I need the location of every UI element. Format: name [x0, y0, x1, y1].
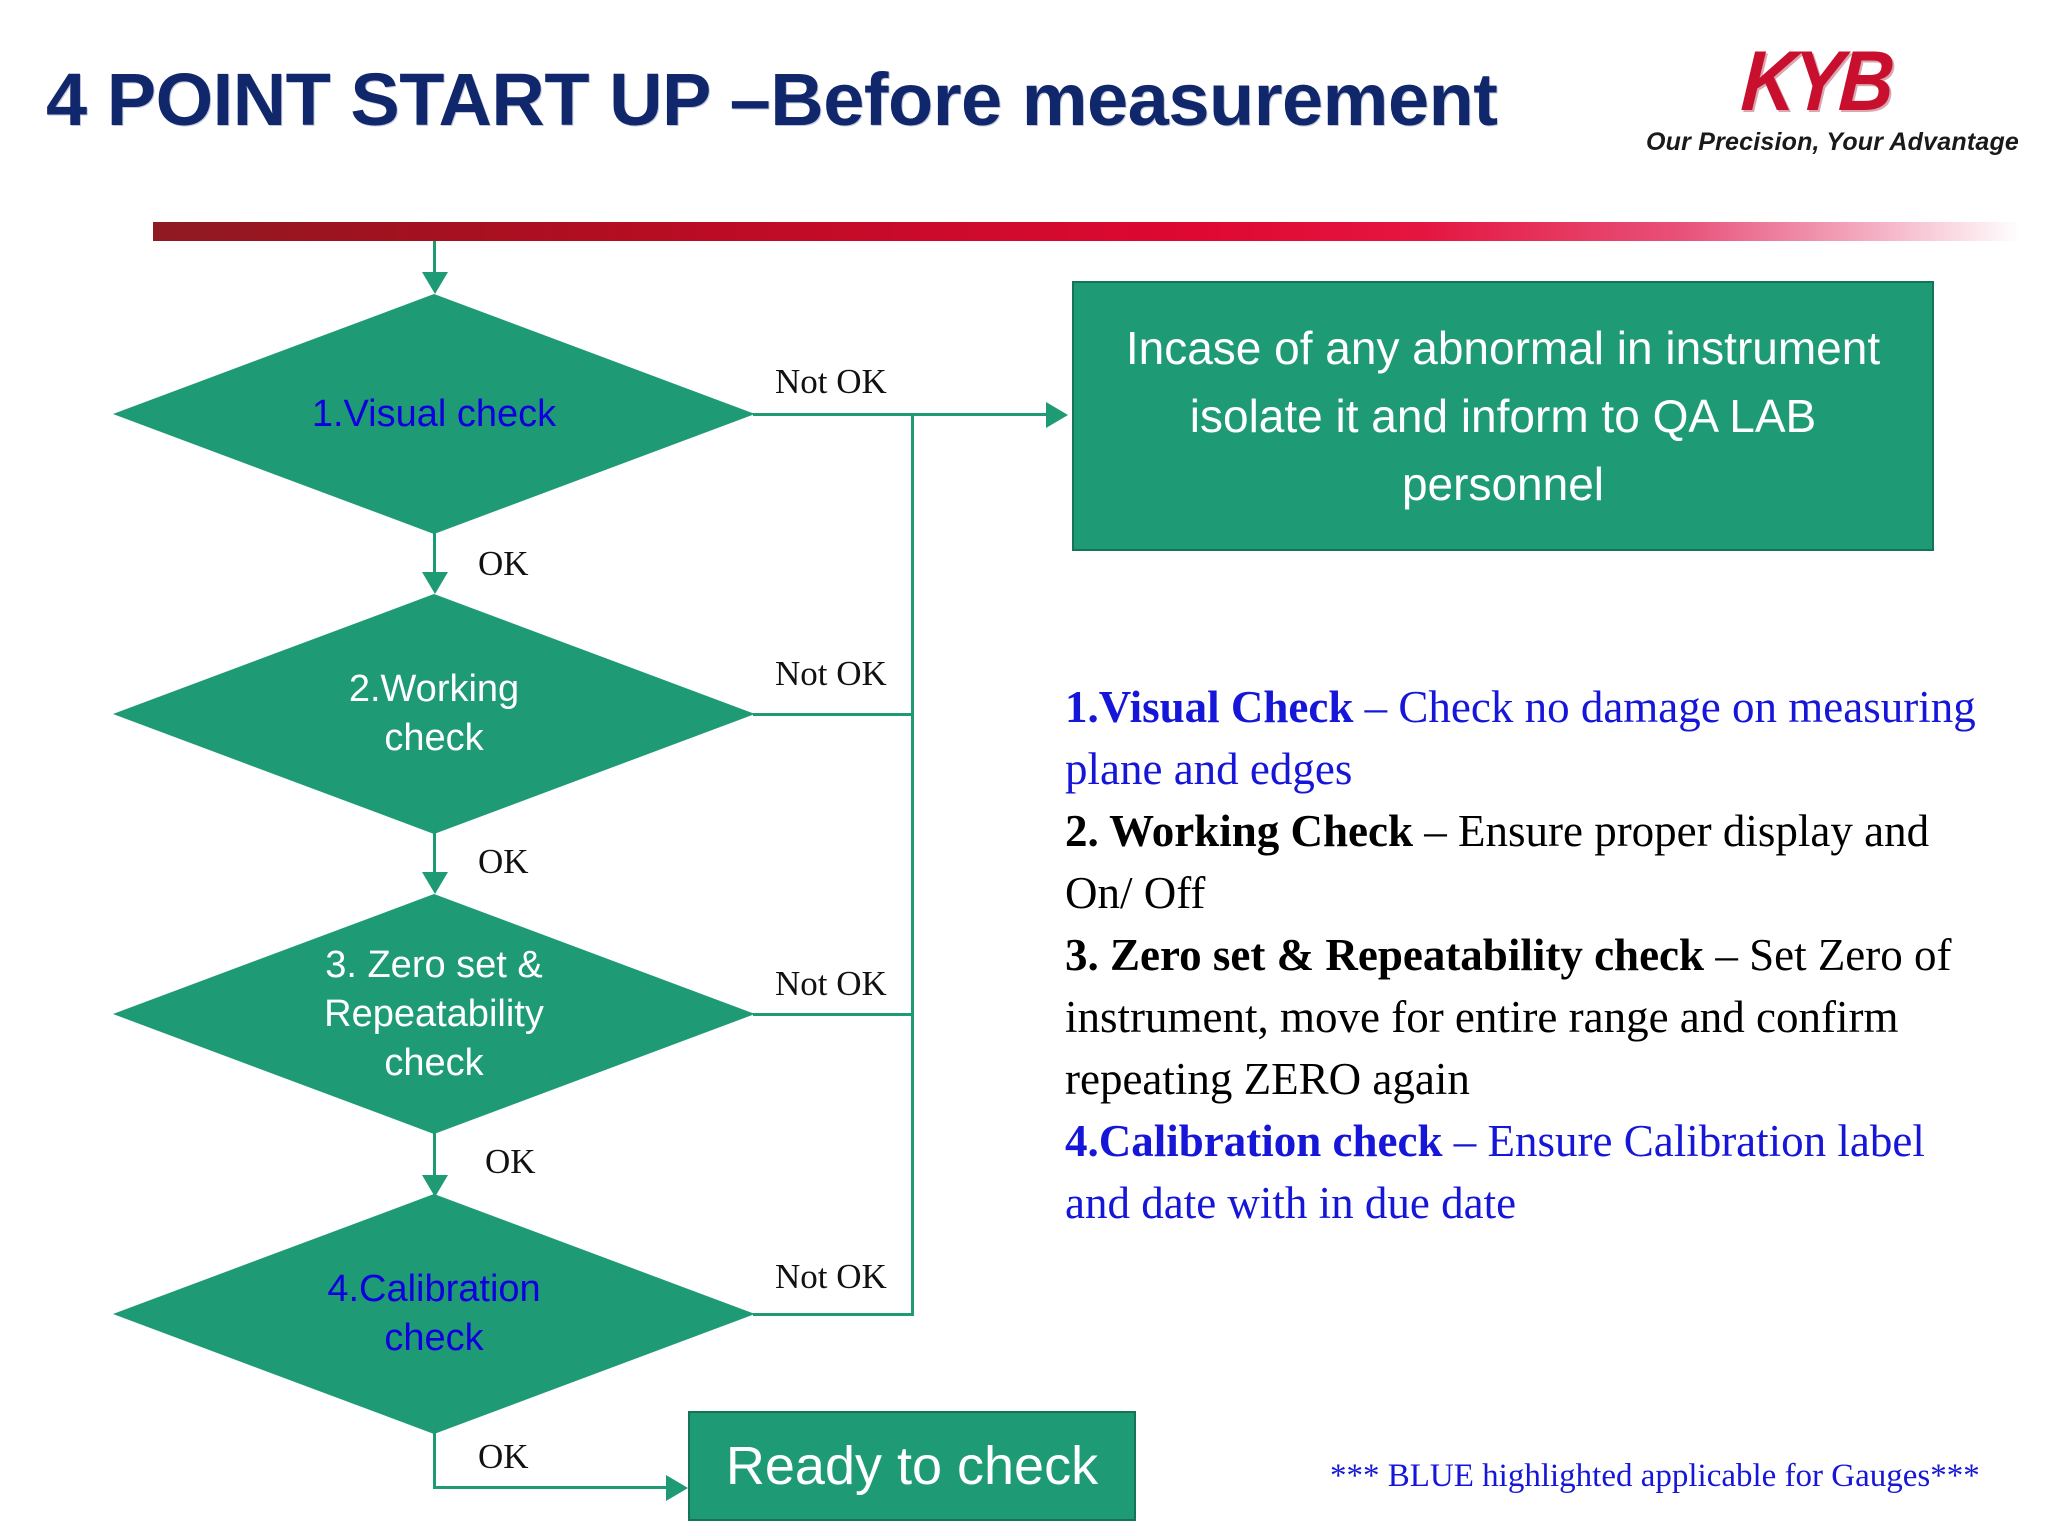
edge-calibration-to-ready-arrow: [666, 1475, 688, 1501]
note-item-2-body: Ensure proper display and On/ Off: [1065, 806, 1930, 918]
decision-calibration-check[interactable]: 4.Calibration check: [113, 1194, 755, 1434]
edge-label-working-notok: Not OK: [775, 654, 887, 693]
process-ready-to-check-label: Ready to check: [725, 1436, 1099, 1496]
edge-label-zeroset-notok: Not OK: [775, 964, 887, 1003]
decision-zeroset-repeatability-check[interactable]: 3. Zero set & Repeatability check: [113, 894, 755, 1134]
process-ready-to-check[interactable]: Ready to check: [688, 1411, 1136, 1521]
note-item-1-dash: –: [1353, 682, 1399, 732]
footnote-blue-legend: *** BLUE highlighted applicable for Gaug…: [1330, 1458, 1980, 1494]
note-item-3-dash: –: [1704, 930, 1750, 980]
decision-visual-check[interactable]: 1.Visual check: [113, 294, 755, 534]
red-divider-rule: [153, 222, 2021, 241]
page-title: 4 POINT START UP –Before measurement: [46, 58, 1498, 141]
edge-calibration-to-ready-hline: [433, 1486, 669, 1489]
edge-calibration-to-ready-vline: [433, 1430, 436, 1489]
note-item-4: 4.Calibration check – Ensure Calibration…: [1065, 1110, 2000, 1234]
note-item-4-title: 4.Calibration check: [1065, 1116, 1443, 1166]
edge-working-notok-hline: [753, 713, 914, 716]
note-item-2-dash: –: [1412, 806, 1458, 856]
edge-label-working-ok: OK: [478, 842, 529, 881]
edge-start-to-visual-arrow: [422, 272, 448, 294]
note-item-3: 3. Zero set & Repeatability check – Set …: [1065, 924, 2000, 1110]
decision-working-check[interactable]: 2.Working check: [113, 594, 755, 834]
decision-calibration-check-label: 4.Calibration check: [327, 1268, 541, 1359]
kyb-logo: KYB Our Precision, Your Advantage: [1646, 34, 2020, 164]
edge-zeroset-to-calibration-line: [433, 1133, 436, 1191]
note-item-4-dash: –: [1442, 1116, 1488, 1166]
note-item-2-title: 2. Working Check: [1065, 806, 1413, 856]
process-abnormal-instruction[interactable]: Incase of any abnormal in instrument iso…: [1072, 281, 1934, 551]
decision-working-check-label: 2.Working check: [348, 668, 520, 759]
decision-zeroset-repeatability-check-label: 3. Zero set & Repeatability check: [324, 943, 544, 1084]
note-item-4-body: Ensure Calibration label and date with i…: [1065, 1116, 1925, 1228]
note-item-3-body: Set Zero of instrument, move for entire …: [1065, 930, 1952, 1104]
edge-label-visual-ok: OK: [478, 544, 529, 583]
edge-zeroset-notok-hline: [753, 1013, 914, 1016]
edge-visual-notok-hline: [753, 413, 914, 416]
edge-visual-to-working-arrow: [422, 572, 448, 594]
edge-zeroset-to-calibration-arrow: [422, 1175, 448, 1197]
edge-label-visual-notok: Not OK: [775, 362, 887, 401]
note-item-1-title: 1.Visual Check: [1065, 682, 1354, 732]
note-item-3-title: 3. Zero set & Repeatability check: [1065, 930, 1705, 980]
edge-trunk-to-abnormal-arrow: [1046, 402, 1068, 428]
edge-label-calibration-ok: OK: [478, 1437, 529, 1476]
note-item-1-body: Check no damage on measuring plane and e…: [1065, 682, 1976, 794]
edge-calibration-notok-hline: [753, 1313, 914, 1316]
kyb-logo-tagline: Our Precision, Your Advantage: [1646, 128, 2020, 156]
edge-label-zeroset-ok: OK: [485, 1142, 536, 1181]
decision-visual-check-label: 1.Visual check: [311, 392, 557, 435]
note-item-2: 2. Working Check – Ensure proper display…: [1065, 800, 2000, 924]
kyb-logo-wordmark: KYB: [1738, 33, 1894, 130]
edge-label-calibration-notok: Not OK: [775, 1257, 887, 1296]
process-abnormal-instruction-label: Incase of any abnormal in instrument iso…: [1125, 322, 1881, 510]
notes-panel: 1.Visual Check – Check no damage on meas…: [1065, 676, 2000, 1234]
edge-working-to-zeroset-line: [433, 833, 436, 886]
edge-start-to-visual-line: [433, 241, 436, 274]
notok-trunk-vline: [911, 413, 914, 1316]
edge-trunk-to-abnormal-hline: [911, 413, 1047, 416]
edge-visual-to-working-line: [433, 533, 436, 586]
edge-working-to-zeroset-arrow: [422, 872, 448, 894]
note-item-1: 1.Visual Check – Check no damage on meas…: [1065, 676, 2000, 800]
